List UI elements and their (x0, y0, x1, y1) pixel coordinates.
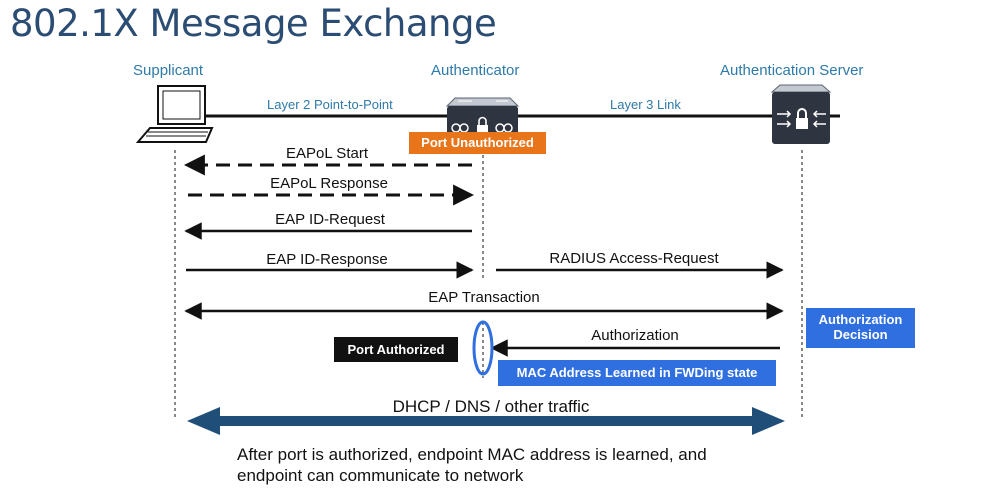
mac-learned-badge: MAC Address Learned in FWDing state (498, 360, 776, 386)
server-icon (770, 84, 832, 144)
laptop-icon (135, 85, 214, 143)
actor-label-authentication-server: Authentication Server (720, 62, 864, 79)
msg-eap-id-response: EAP ID-Response (266, 251, 388, 268)
layer3-link-label: Layer 3 Link (610, 97, 681, 112)
msg-radius-access-request: RADIUS Access-Request (549, 250, 719, 267)
switch-icon (445, 97, 520, 138)
msg-eapol-response: EAPoL Response (270, 175, 388, 192)
authorization-decision-badge: Authorization Decision (806, 308, 915, 348)
footer-line-1: After port is authorized, endpoint MAC a… (237, 445, 707, 464)
actor-label-supplicant: Supplicant (133, 62, 204, 79)
footer-line-2: endpoint can communicate to network (237, 466, 524, 485)
layer2-link-label: Layer 2 Point-to-Point (267, 97, 393, 112)
dhcp-traffic-label: DHCP / DNS / other traffic (392, 397, 590, 416)
msg-eapol-start: EAPoL Start (286, 145, 368, 162)
actor-label-authenticator: Authenticator (431, 62, 520, 79)
dhcp-traffic-arrow (187, 407, 785, 435)
port-authorized-badge: Port Authorized (334, 337, 458, 362)
msg-eap-transaction: EAP Transaction (428, 289, 540, 306)
authorized-port-highlight (472, 320, 494, 376)
footer-note: After port is authorized, endpoint MAC a… (237, 444, 707, 486)
authorization-decision-line2: Decision (833, 327, 888, 342)
msg-authorization: Authorization (591, 327, 679, 344)
port-unauthorized-badge: Port Unauthorized (409, 132, 546, 154)
page-title: 802.1X Message Exchange (10, 2, 497, 45)
msg-eap-id-request: EAP ID-Request (275, 211, 385, 228)
authorization-decision-line1: Authorization (818, 312, 903, 327)
